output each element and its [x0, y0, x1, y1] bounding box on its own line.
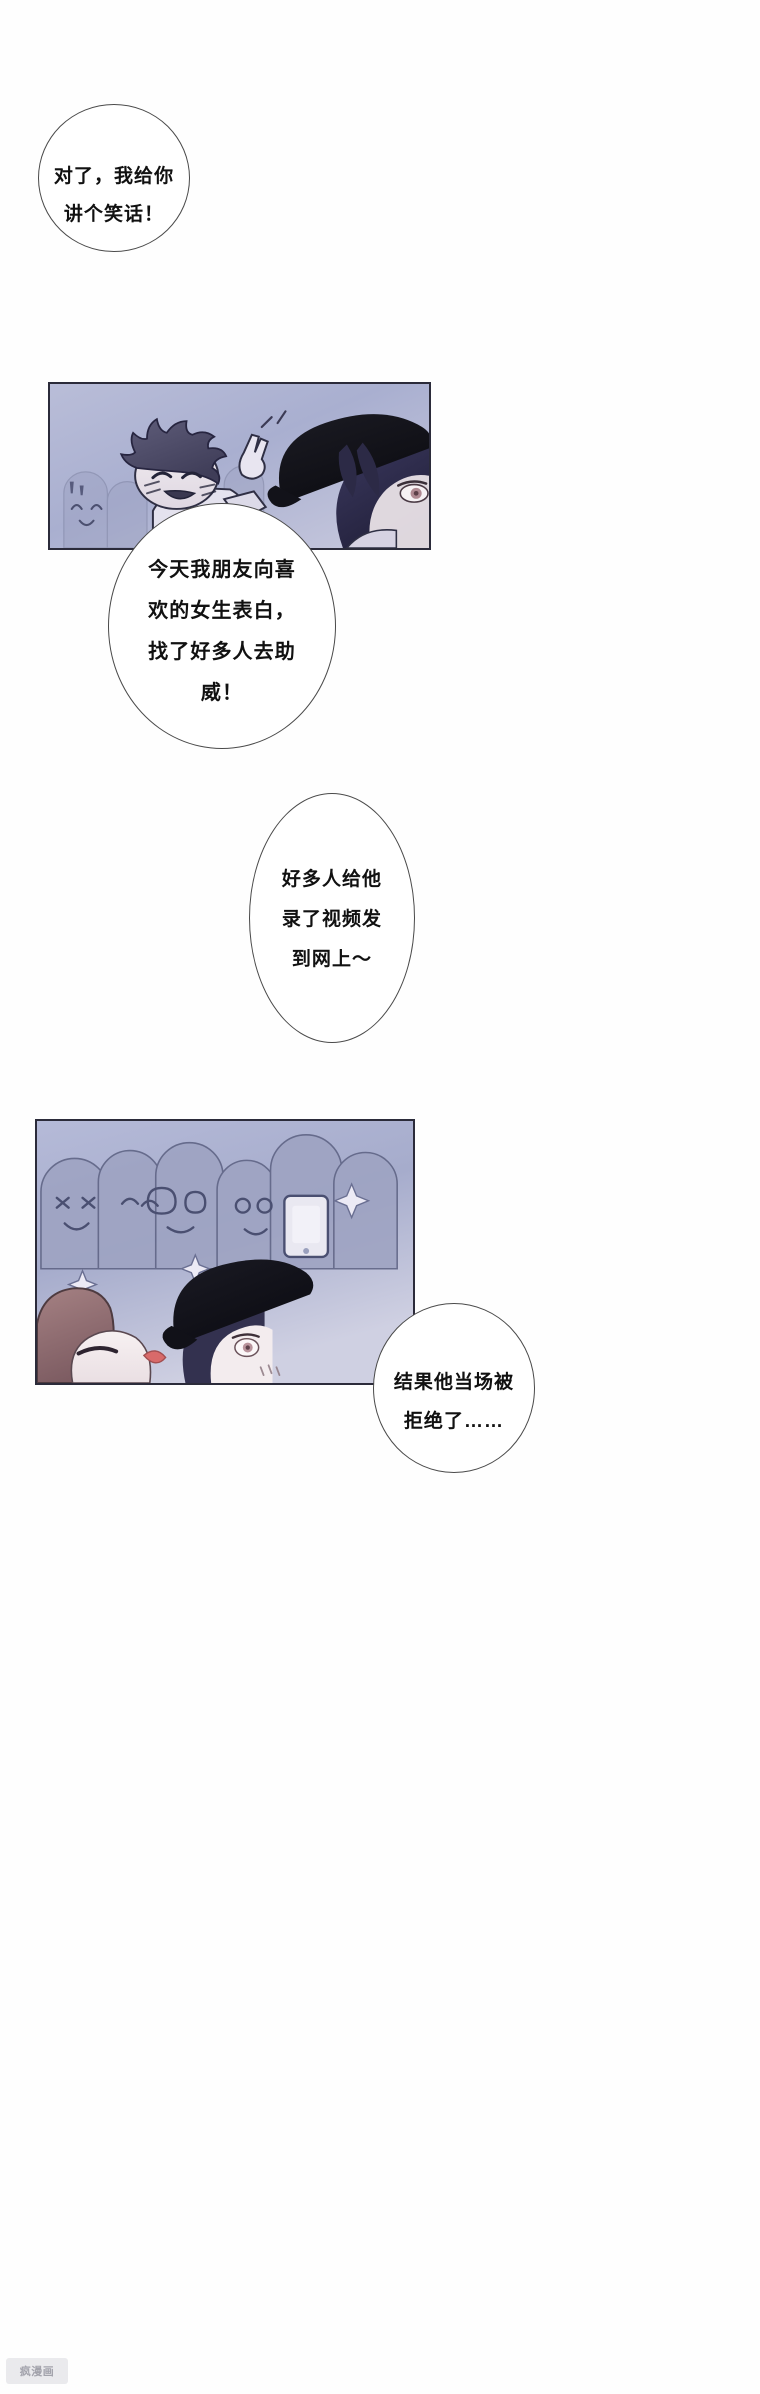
speech-bubble-1: 对了，我给你 讲个笑话！ [38, 104, 190, 252]
watermark-label: 疯漫画 [19, 2366, 55, 2378]
speech-bubble-4-text: 结果他当场被 拒绝了…… [394, 1363, 514, 1441]
speech-line: 讲个笑话！ [63, 204, 165, 225]
speech-line: 欢的女生表白， [148, 600, 296, 622]
speech-line: 今天我朋友向喜 [148, 559, 296, 581]
speech-bubble-2-text: 今天我朋友向喜 欢的女生表白， 找了好多人去助 威！ [148, 550, 296, 714]
panel-2-artwork [37, 1121, 413, 1383]
speech-line: 录了视频发 [281, 909, 383, 930]
speech-line: 拒绝了…… [403, 1411, 505, 1432]
speech-line: 对了，我给你 [53, 166, 175, 187]
watermark: 疯漫画 [6, 2358, 68, 2384]
speech-line: 到网上～ [291, 949, 373, 970]
speech-line: 结果他当场被 [393, 1372, 515, 1393]
comic-panel-2 [35, 1119, 415, 1385]
speech-line: 威！ [200, 682, 244, 704]
speech-bubble-2: 今天我朋友向喜 欢的女生表白， 找了好多人去助 威！ [108, 503, 336, 749]
speech-line: 找了好多人去助 [148, 641, 296, 663]
speech-bubble-1-text: 对了，我给你 讲个笑话！ [54, 158, 174, 234]
speech-line: 好多人给他 [281, 869, 383, 890]
speech-bubble-3: 好多人给他 录了视频发 到网上～ [249, 793, 415, 1043]
speech-bubble-3-text: 好多人给他 录了视频发 到网上～ [282, 860, 382, 980]
speech-bubble-4: 结果他当场被 拒绝了…… [373, 1303, 535, 1473]
